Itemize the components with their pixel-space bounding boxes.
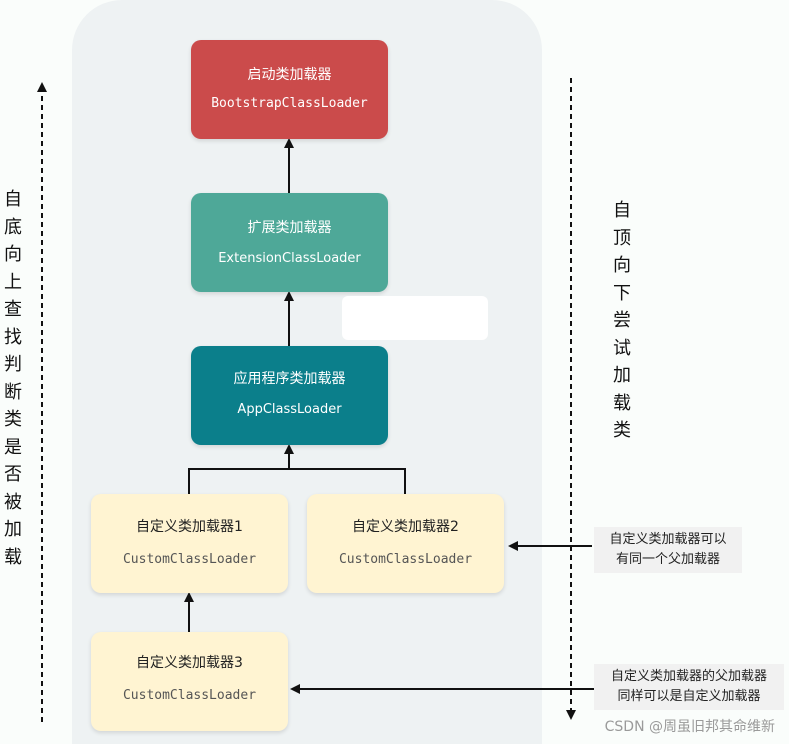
note-custom-parent-line2: 同样可以是自定义加载器: [617, 689, 761, 704]
watermark: CSDN @周虽旧邦其命维新: [604, 719, 775, 735]
right-char: 顶: [613, 227, 631, 249]
bootstrap-loader-class: BootstrapClassLoader: [211, 96, 368, 111]
left-char: 找: [4, 326, 22, 348]
left-char: 上: [4, 271, 22, 293]
extension-loader-box: 扩展类加载器 ExtensionClassLoader: [191, 193, 388, 292]
redaction-patch: [342, 296, 488, 340]
right-char: 试: [613, 337, 631, 359]
right-char: 尝: [613, 310, 631, 331]
extension-loader-title: 扩展类加载器: [247, 220, 332, 236]
top-down-label: 自顶向下尝试加载类: [609, 197, 635, 445]
right-char: 加: [613, 365, 631, 386]
left-char: 自: [4, 189, 22, 210]
left-char: 底: [4, 216, 22, 238]
left-char: 类: [4, 409, 22, 430]
left-char: 向: [4, 244, 22, 265]
app-loader-class: AppClassLoader: [237, 402, 342, 417]
custom-loader-3-class: CustomClassLoader: [122, 688, 257, 703]
custom-loader-1-title: 自定义类加载器1: [136, 519, 243, 535]
bottom-up-label: 自底向上查找判断类是否被加载: [0, 186, 26, 571]
custom-loader-2-class: CustomClassLoader: [338, 552, 473, 567]
bootstrap-loader-title: 启动类加载器: [247, 67, 332, 83]
note-shared-parent-line1: 自定义类加载器可以: [609, 532, 727, 547]
app-loader-box: 应用程序类加载器 AppClassLoader: [191, 346, 388, 445]
custom-loader-2-box: 自定义类加载器2 CustomClassLoader: [307, 494, 504, 593]
note-shared-parent-line2: 有同一个父加载器: [615, 552, 720, 567]
custom-loader-3-title: 自定义类加载器3: [136, 655, 243, 671]
left-char: 否: [4, 464, 22, 485]
left-char: 查: [4, 299, 22, 320]
right-char: 向: [613, 255, 631, 276]
left-char: 被: [4, 491, 22, 513]
left-char: 断: [4, 381, 22, 403]
left-char: 是: [4, 436, 22, 458]
note-custom-parent-line1: 自定义类加载器的父加载器: [610, 669, 767, 684]
right-char: 载: [613, 392, 631, 414]
custom-loader-1-class: CustomClassLoader: [122, 552, 257, 567]
custom-loader-3-box: 自定义类加载器3 CustomClassLoader: [91, 632, 288, 731]
extension-loader-class: ExtensionClassLoader: [218, 251, 361, 266]
note-shared-parent: 自定义类加载器可以 有同一个父加载器: [594, 527, 742, 573]
right-char: 自: [613, 200, 631, 221]
bootstrap-loader-box: 启动类加载器 BootstrapClassLoader: [191, 40, 388, 139]
left-char: 载: [4, 546, 22, 568]
right-char: 类: [613, 420, 631, 441]
app-loader-title: 应用程序类加载器: [233, 371, 346, 387]
custom-loader-1-box: 自定义类加载器1 CustomClassLoader: [91, 494, 288, 593]
left-char: 加: [4, 519, 22, 540]
note-custom-parent: 自定义类加载器的父加载器 同样可以是自定义加载器: [594, 664, 784, 710]
bracket-custom-to-app: [188, 468, 406, 494]
right-char: 下: [613, 282, 631, 304]
left-char: 判: [4, 354, 22, 375]
custom-loader-2-title: 自定义类加载器2: [352, 519, 459, 535]
